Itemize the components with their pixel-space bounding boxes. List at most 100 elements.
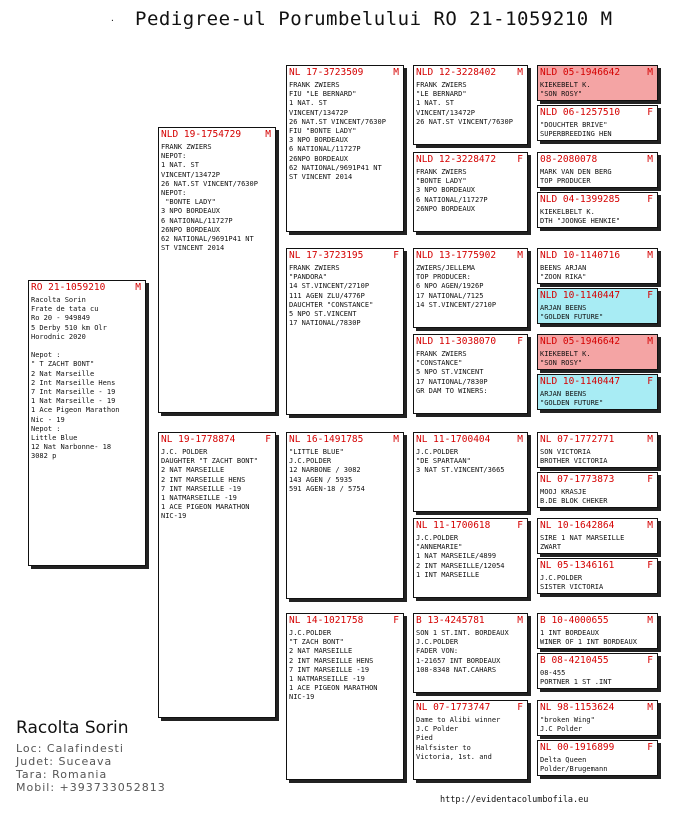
- sex-marker: F: [647, 194, 653, 205]
- sex-marker: F: [647, 376, 653, 387]
- detail-line: ST VINCENT 2014: [289, 173, 353, 182]
- detail-line: FRANK ZWIERS: [416, 168, 467, 176]
- detail-line: VINCENT/13472P: [416, 108, 476, 117]
- detail-line: 17 NATIONAL/7125: [416, 291, 484, 300]
- ring-number: NL 16-1491785: [289, 434, 364, 445]
- detail-line: KIEKEBELT K.: [540, 81, 591, 89]
- detail-line: 7 INT MARSEILLE -19: [289, 665, 370, 674]
- detail-line: 591 AGEN-18 / 5754: [289, 484, 365, 493]
- detail-line: Pied: [416, 734, 433, 743]
- detail-line: 3 NPO BORDEAUX: [416, 186, 476, 195]
- ring-number: NLD 10-1140447: [540, 290, 621, 301]
- card-header: NL 11-1700404 M: [414, 433, 527, 445]
- sex-marker: F: [517, 154, 523, 165]
- ring-number: NL 14-1021758: [289, 615, 364, 626]
- detail-line: 1 NAT MARSEILE/4899: [416, 552, 497, 561]
- detail-line: BEENS ARJAN: [540, 264, 587, 272]
- detail-line: 7 Int Marseille - 19: [31, 388, 116, 397]
- sex-marker: M: [647, 250, 653, 261]
- detail-line: 2 INT MARSEILLE HENS: [289, 656, 374, 665]
- detail-line: 17 NATIONAL/7830P: [416, 377, 488, 386]
- sex-marker: M: [647, 615, 653, 626]
- detail-line: 1 INT BORDEAUX: [540, 629, 600, 637]
- sex-marker: F: [647, 560, 653, 571]
- detail-line: 7 INT MARSEILLE -19: [161, 484, 242, 493]
- detail-line: PORTNER 1 ST .INT: [540, 678, 612, 687]
- sex-marker: M: [265, 129, 271, 140]
- sex-marker: F: [517, 520, 523, 531]
- detail-line: "BONTE LADY": [416, 177, 467, 186]
- detail-line: 5 Derby 510 km Olr: [31, 323, 107, 332]
- detail-line: Delta Queen: [540, 756, 587, 764]
- detail-line: NEPOT:: [161, 152, 187, 161]
- sex-marker: M: [647, 336, 653, 347]
- sex-marker: M: [517, 67, 523, 78]
- detail-line: J.C.POLDER: [416, 638, 459, 647]
- detail-line: SON 1 ST.INT. BORDEAUX: [416, 629, 509, 637]
- detail-line: NIC-19: [161, 512, 187, 521]
- detail-line: 6 NPO AGEN/1926P: [416, 282, 484, 291]
- detail-line: TOP PRODUCER: [540, 177, 591, 186]
- ring-number: 08-2080078: [540, 154, 598, 165]
- detail-line: Halfsister to: [416, 743, 471, 752]
- ring-number: NLD 11-3038070: [416, 336, 497, 347]
- detail-line: FRANK ZWIERS: [161, 143, 212, 151]
- card-details: BEENS ARJAN"ZOON RIKA": [538, 261, 657, 282]
- detail-line: J.C.POLDER: [289, 629, 332, 637]
- detail-line: 3 NPO BORDEAUX: [289, 136, 349, 145]
- detail-line: 26 NAT.ST VINCENT/7630P: [161, 179, 258, 188]
- detail-line: SON VICTORIA: [540, 448, 591, 456]
- sex-marker: F: [265, 434, 271, 445]
- detail-line: Ro 20 - 949849: [31, 314, 91, 323]
- sex-marker: M: [517, 434, 523, 445]
- website-link[interactable]: http://evidentacolumbofila.eu: [440, 795, 589, 805]
- detail-line: 6 NATIONAL/11727P: [289, 145, 361, 154]
- detail-line: "SON ROSY": [540, 359, 583, 368]
- owner-locality: Loc: Calafindesti: [16, 742, 124, 755]
- detail-line: Little Blue: [31, 434, 78, 443]
- card-details: "broken Wing"J.C Polder: [538, 713, 657, 734]
- detail-line: DAUCHTER "CONSTANCE": [289, 300, 374, 309]
- sex-marker: M: [517, 250, 523, 261]
- ring-number: NL 11-1700404: [416, 434, 491, 445]
- ring-number: NL 00-1916899: [540, 742, 615, 753]
- detail-line: 62 NATIONAL/9691P41 NT: [289, 163, 382, 172]
- owner-phone: Mobil: +393733052813: [16, 781, 166, 794]
- detail-line: J.C Polder: [416, 725, 459, 734]
- detail-line: ZWIERS/JELLEMA: [416, 264, 476, 272]
- detail-line: BROTHER VICTORIA: [540, 457, 608, 466]
- ring-number: NL 19-1778874: [161, 434, 236, 445]
- detail-line: FIU "BONTE LADY": [289, 127, 357, 136]
